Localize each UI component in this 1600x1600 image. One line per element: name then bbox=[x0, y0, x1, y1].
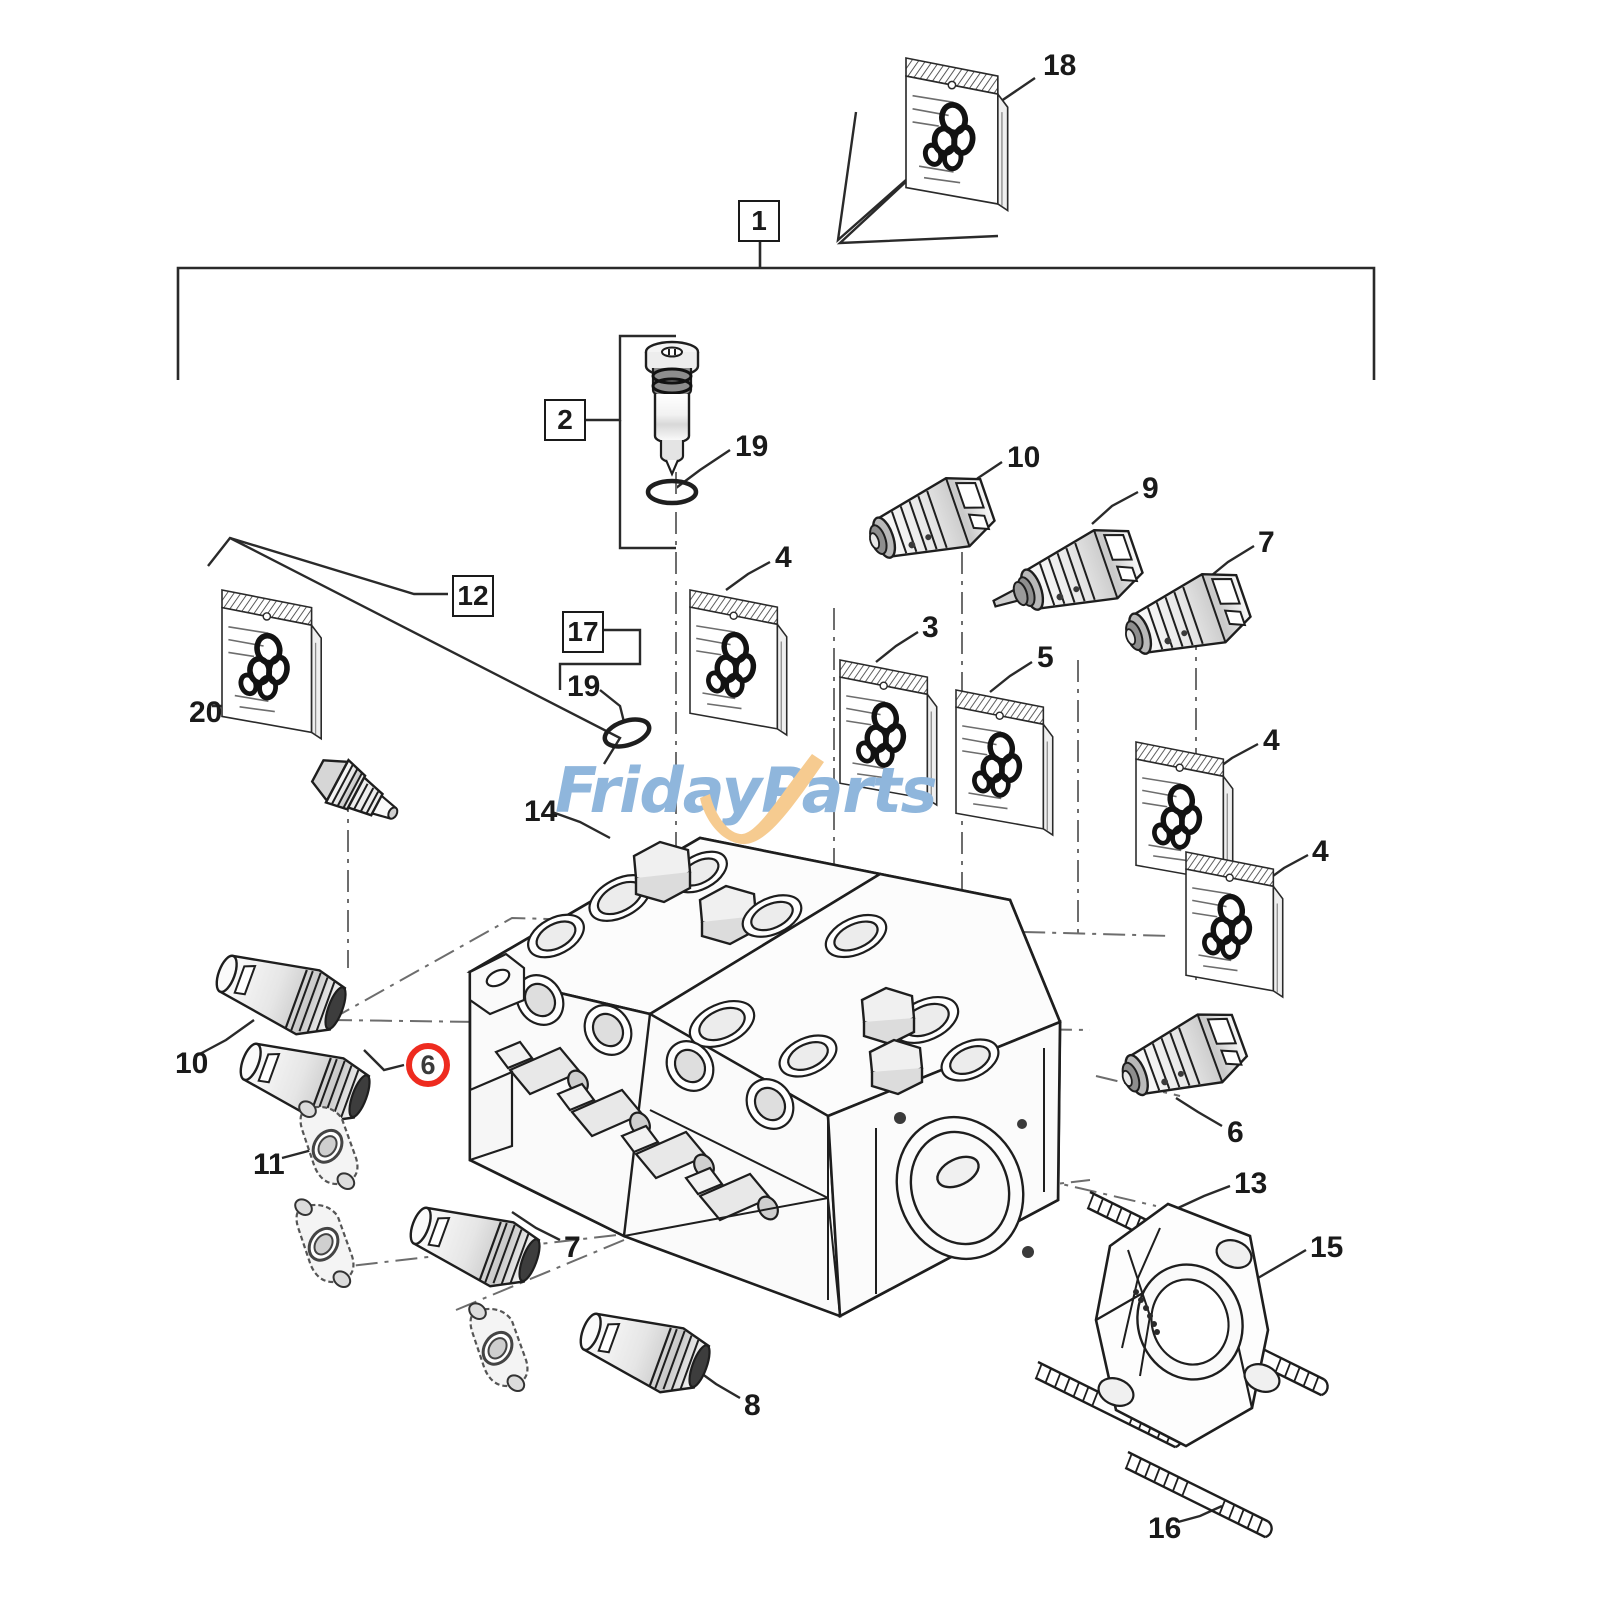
seal-bag-3 bbox=[840, 660, 937, 805]
plug-assembly-12 bbox=[310, 758, 399, 820]
callout-20[interactable]: 20 bbox=[189, 696, 223, 729]
callout-10-right[interactable]: 10 bbox=[1007, 441, 1041, 474]
end-cover-13 bbox=[1094, 1202, 1281, 1448]
o-ring-19-upper bbox=[645, 478, 699, 506]
valve-cartridge-6-right bbox=[1109, 1002, 1254, 1115]
tie-rod-16-lower bbox=[1116, 1450, 1282, 1540]
callout-16[interactable]: 16 bbox=[1148, 1512, 1182, 1545]
flange-clamp-11-c bbox=[454, 1297, 540, 1397]
callout-19-lower[interactable]: 19 bbox=[567, 670, 601, 703]
callout-10-left[interactable]: 10 bbox=[175, 1047, 209, 1080]
callout-19-upper[interactable]: 19 bbox=[735, 430, 769, 463]
callout-18[interactable]: 18 bbox=[1043, 49, 1077, 82]
callout-5[interactable]: 5 bbox=[1037, 641, 1054, 674]
seal-bag-18 bbox=[906, 58, 1008, 211]
relief-cartridge-10-left bbox=[206, 937, 354, 1048]
callout-2[interactable]: 2 bbox=[544, 399, 586, 441]
seal-bag-5 bbox=[956, 690, 1053, 835]
callout-4-right-lower[interactable]: 4 bbox=[1312, 835, 1329, 868]
callout-11[interactable]: 11 bbox=[253, 1148, 285, 1181]
callout-4-upper[interactable]: 4 bbox=[775, 541, 792, 574]
valve-body-14 bbox=[466, 836, 1062, 1319]
callout-6-right[interactable]: 6 bbox=[1227, 1116, 1244, 1149]
callout-1[interactable]: 1 bbox=[738, 200, 780, 242]
callout-8[interactable]: 8 bbox=[744, 1389, 761, 1422]
callout-12[interactable]: 12 bbox=[452, 575, 494, 617]
plunger-stems bbox=[494, 1040, 779, 1222]
callout-14[interactable]: 14 bbox=[524, 795, 558, 828]
seal-bag-4-right-lower bbox=[1186, 852, 1283, 997]
callout-3[interactable]: 3 bbox=[922, 611, 939, 644]
assembly-bracket-1 bbox=[176, 236, 1376, 380]
callout-7-right[interactable]: 7 bbox=[1258, 526, 1275, 559]
callout-9[interactable]: 9 bbox=[1142, 472, 1159, 505]
callout-15[interactable]: 15 bbox=[1310, 1231, 1344, 1264]
callout-4-right-upper[interactable]: 4 bbox=[1263, 724, 1280, 757]
spool-cartridge-7-left bbox=[400, 1189, 548, 1300]
seal-bag-4-upper bbox=[690, 590, 787, 735]
callout-7-left[interactable]: 7 bbox=[564, 1231, 581, 1264]
callout-6-highlighted[interactable]: 6 bbox=[406, 1043, 450, 1087]
relief-cartridge-10-right bbox=[857, 466, 1001, 578]
callout-17[interactable]: 17 bbox=[562, 611, 604, 653]
seal-bag-20 bbox=[222, 590, 321, 739]
pilot-relief-valve-9 bbox=[992, 518, 1149, 630]
relief-valve-2 bbox=[644, 340, 700, 477]
o-ring-19-lower bbox=[602, 717, 652, 749]
flange-clamp-11-b bbox=[280, 1193, 366, 1293]
callout-13[interactable]: 13 bbox=[1234, 1167, 1268, 1200]
spool-cartridge-8 bbox=[570, 1295, 718, 1406]
